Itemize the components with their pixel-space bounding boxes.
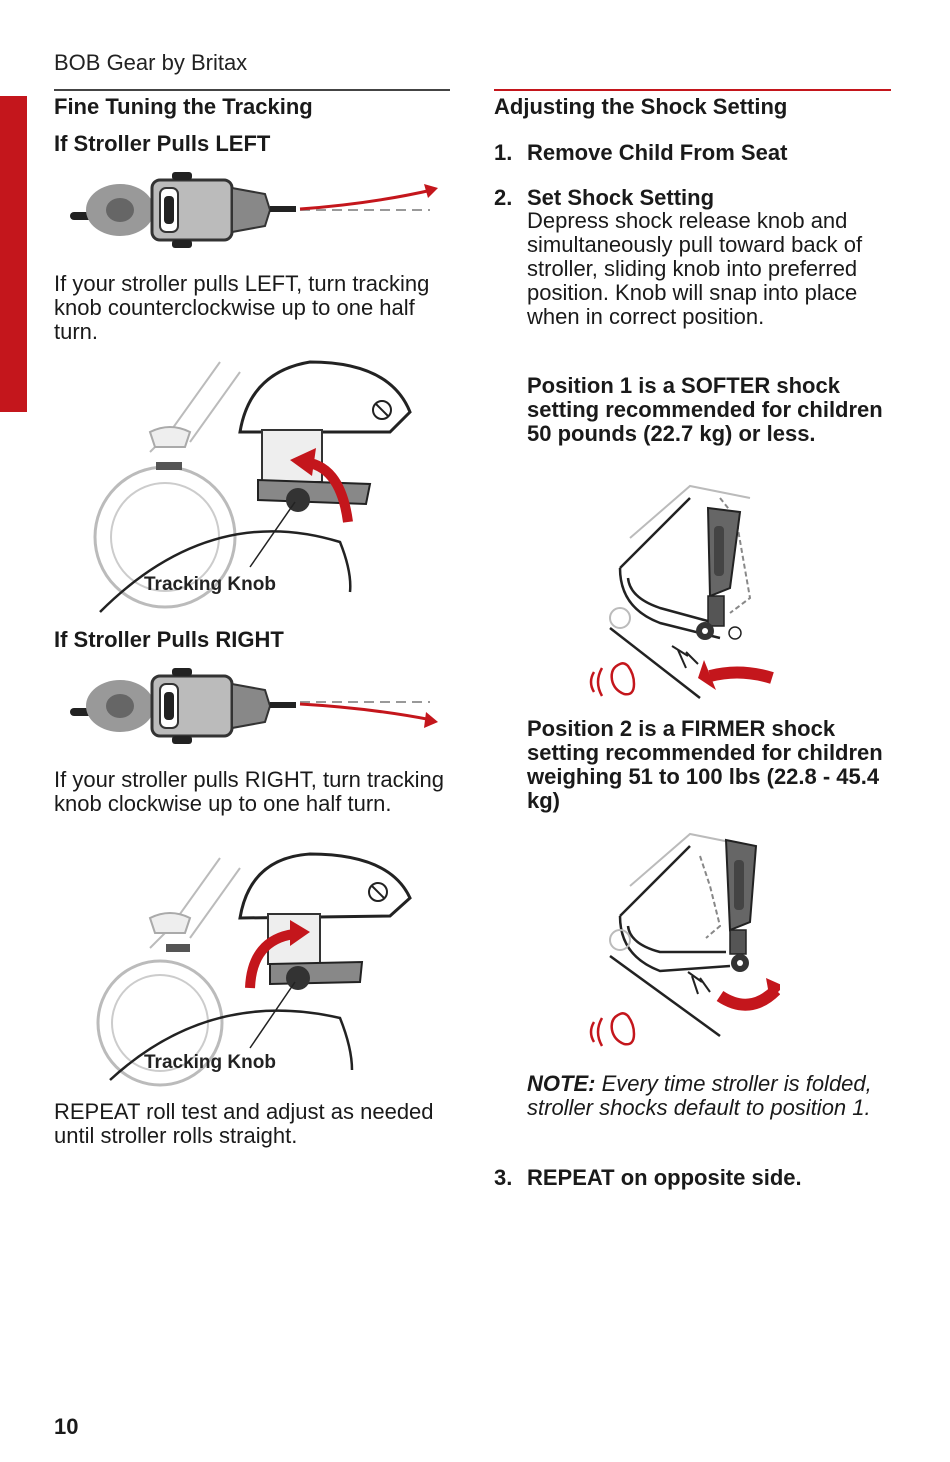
step2-title: Set Shock Setting xyxy=(527,185,715,210)
shock-title: Adjusting the Shock Setting xyxy=(494,94,788,119)
position1-text: Position 1 is a SOFTER shock setting rec… xyxy=(527,373,883,446)
pulls-right-text: If your stroller pulls RIGHT, turn track… xyxy=(54,767,445,816)
pulls-left-heading: If Stroller Pulls LEFT xyxy=(54,131,271,156)
tracking-knob-label-1: Tracking Knob xyxy=(144,574,276,595)
position2-text: Position 2 is a FIRMER shock setting rec… xyxy=(527,716,883,813)
right-header-rule xyxy=(494,89,891,91)
pulls-left-text: If your stroller pulls LEFT, turn tracki… xyxy=(54,271,430,344)
shock-position-2-illustration xyxy=(589,832,780,1047)
pulls-right-heading: If Stroller Pulls RIGHT xyxy=(54,627,284,652)
left-header-rule xyxy=(54,89,450,91)
step2-text: Depress shock release knob and simultane… xyxy=(527,208,863,329)
step1-number: 1. xyxy=(494,140,513,165)
tracking-knob-label-2: Tracking Knob xyxy=(144,1052,276,1073)
note-label: NOTE: xyxy=(527,1071,596,1096)
stroller-top-view-left-illustration xyxy=(70,172,438,248)
stroller-top-view-right-illustration xyxy=(70,668,438,744)
tracking-title: Fine Tuning the Tracking xyxy=(54,94,313,119)
tracking-knob-cw-illustration xyxy=(96,852,412,1087)
repeat-roll-text: REPEAT roll test and adjust as needed un… xyxy=(54,1099,434,1148)
note-text: NOTE: Every time stroller is folded, str… xyxy=(527,1072,887,1120)
page-number: 10 xyxy=(54,1414,79,1439)
step3-text: REPEAT on opposite side. xyxy=(527,1165,802,1190)
note-body: Every time stroller is folded, stroller … xyxy=(527,1071,872,1120)
step2-number: 2. xyxy=(494,185,513,210)
tracking-knob-ccw-illustration xyxy=(93,360,412,613)
section-tab xyxy=(0,96,27,412)
step1-text: Remove Child From Seat xyxy=(527,140,788,165)
shock-position-1-illustration xyxy=(589,484,774,699)
step3-number: 3. xyxy=(494,1165,513,1190)
brand-header: BOB Gear by Britax xyxy=(54,50,248,75)
